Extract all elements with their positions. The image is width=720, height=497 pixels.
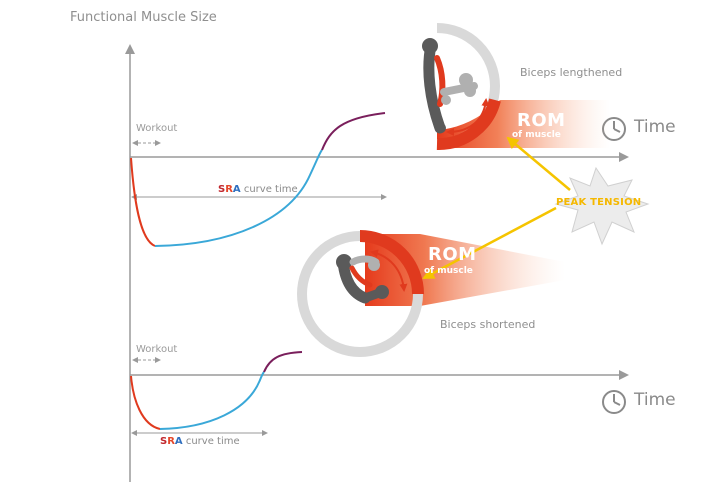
bottom-recovery-curve — [159, 371, 265, 430]
top-recovery-curve — [154, 149, 323, 247]
biceps-lengthened-label: Biceps lengthened — [520, 66, 623, 79]
sra-s: S — [160, 436, 168, 447]
sra-s: S — [218, 184, 226, 195]
time-label-top: Time — [634, 117, 676, 137]
peak-tension-burst — [554, 166, 650, 246]
of-muscle-label-middle: of muscle — [424, 266, 473, 276]
sra-rest: curve time — [240, 184, 298, 195]
sra-curve-time-label-top: SRA curve time — [218, 184, 298, 195]
of-muscle-label-top: of muscle — [512, 130, 561, 140]
sra-a: A — [174, 436, 183, 447]
sra-r: R — [225, 184, 233, 195]
sra-r: R — [167, 436, 175, 447]
sra-rest: curve time — [182, 436, 240, 447]
biceps-shortened-figure — [297, 230, 565, 357]
bottom-stimulus-curve — [130, 375, 161, 430]
workout-label-top: Workout — [136, 123, 178, 134]
top-adaptation-curve — [321, 112, 386, 151]
sra-a: A — [232, 184, 241, 195]
peak-tension-label: PEAK TENSION — [556, 197, 642, 208]
bottom-adaptation-curve — [263, 351, 303, 373]
top-stimulus-curve — [130, 157, 156, 247]
workout-label-bottom: Workout — [136, 344, 178, 355]
clock-icon — [602, 390, 626, 414]
peak-arrow-top — [506, 136, 571, 191]
sra-curve-time-label-bottom: SRA curve time — [160, 436, 240, 447]
biceps-shortened-label: Biceps shortened — [440, 318, 536, 331]
rom-label-top: ROM — [517, 110, 566, 131]
y-axis-label: Functional Muscle Size — [70, 10, 217, 25]
rom-label-middle: ROM — [428, 244, 477, 265]
biceps-lengthened-figure — [422, 23, 610, 151]
time-label-bottom: Time — [634, 390, 676, 410]
peak-arrow-bottom — [422, 206, 557, 280]
